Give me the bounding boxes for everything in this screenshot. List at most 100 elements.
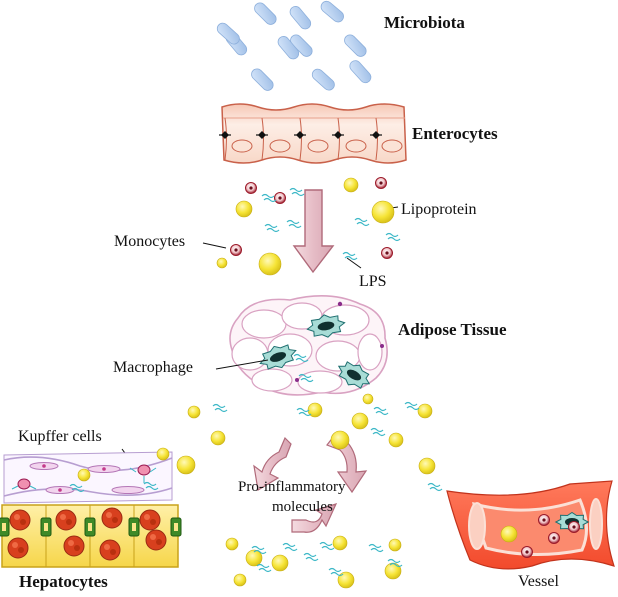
label-vessel: Vessel <box>518 573 559 590</box>
hepatocyte-nucleus <box>55 509 77 531</box>
tight-junction <box>256 131 268 139</box>
lps-fragment <box>385 232 401 242</box>
lps-fragment <box>251 545 267 555</box>
monocyte <box>381 247 393 259</box>
hepatocyte-nucleus <box>101 507 123 529</box>
adipose-tissue-cluster <box>229 295 388 396</box>
monocyte <box>375 177 387 189</box>
macrophage <box>306 314 346 338</box>
lps-fragment <box>143 481 159 491</box>
label-hepatocytes: Hepatocytes <box>19 572 108 591</box>
lipoprotein <box>210 430 226 446</box>
lipoprotein <box>343 177 359 193</box>
lps-fragment <box>293 353 309 363</box>
bacterium <box>349 60 372 84</box>
label-pro-inflammatory: Pro-inflammatory <box>238 479 346 495</box>
lipoprotein <box>371 200 395 224</box>
label-enterocytes: Enterocytes <box>412 124 498 143</box>
enterocyte-nucleus <box>231 139 253 153</box>
enterocyte-boundary <box>375 117 378 161</box>
lipoprotein <box>388 432 404 448</box>
hepatocytes-block <box>0 504 182 568</box>
label-molecules: molecules <box>272 499 333 515</box>
lipoprotein <box>245 549 263 567</box>
lps-fragment <box>282 542 298 552</box>
lps-fragment <box>286 219 302 229</box>
lipoprotein <box>216 257 228 269</box>
bile-canaliculus <box>170 517 182 537</box>
monocyte <box>521 546 533 558</box>
monocyte <box>568 521 580 533</box>
lipoprotein <box>330 430 350 450</box>
lps-fragment <box>264 223 280 233</box>
label-microbiota: Microbiota <box>384 13 465 32</box>
bacterium <box>311 68 335 91</box>
lipoprotein <box>337 571 355 589</box>
lipoprotein <box>271 554 289 572</box>
microbiota-bacteria-group <box>216 0 372 91</box>
bacterium <box>320 0 344 23</box>
enterocyte-nucleus <box>269 139 291 153</box>
label-adipose-tissue: Adipose Tissue <box>398 320 507 339</box>
hepatocyte-nucleus <box>139 509 161 531</box>
monocyte <box>245 182 257 194</box>
label-lipoprotein: Lipoprotein <box>401 201 477 218</box>
lipoprotein <box>235 200 253 218</box>
enterocyte-boundary <box>224 117 227 161</box>
lps-fragment <box>427 482 443 492</box>
enterocyte-boundary <box>299 117 302 161</box>
tight-junction <box>294 131 306 139</box>
lps-fragment <box>256 563 272 573</box>
lipoprotein <box>418 457 436 475</box>
hepatocyte-nucleus <box>7 537 29 559</box>
hepatocyte-nucleus <box>63 535 85 557</box>
lipoprotein <box>500 525 518 543</box>
label-monocytes: Monocytes <box>114 233 186 250</box>
lipoprotein <box>233 573 247 587</box>
enterocyte-nucleus <box>345 139 367 153</box>
macrophage <box>259 344 297 370</box>
lps-fragment <box>342 251 358 261</box>
lps-fragment <box>328 567 344 577</box>
lps-fragment <box>354 217 370 227</box>
monocyte-cells <box>230 177 580 558</box>
lps-fragments <box>69 187 443 577</box>
lipoprotein <box>187 405 201 419</box>
lipoprotein <box>307 402 323 418</box>
lps-fragment <box>404 401 420 411</box>
bile-canaliculus <box>40 517 52 537</box>
tight-junction <box>219 131 231 139</box>
lipoprotein <box>332 535 348 551</box>
bile-canaliculus <box>0 517 10 537</box>
lipoprotein <box>417 403 433 419</box>
lipoprotein <box>362 393 374 405</box>
monocyte <box>538 514 550 526</box>
tight-junction <box>332 131 344 139</box>
tight-junction <box>370 131 382 139</box>
enterocyte-boundary <box>261 117 264 161</box>
label-lps: LPS <box>359 273 387 290</box>
lipoprotein <box>225 537 239 551</box>
translocation-arrow <box>292 189 335 274</box>
lps-fragment <box>370 427 386 437</box>
bacterium <box>216 22 240 45</box>
bacterium <box>277 36 300 60</box>
enterocyte-nucleus <box>307 139 329 153</box>
lps-fragment <box>368 543 384 553</box>
bacterium <box>251 68 274 91</box>
bile-canaliculus <box>84 517 96 537</box>
hepatocyte-nucleus <box>9 509 31 531</box>
bacterium <box>254 2 277 25</box>
lps-fragment <box>373 406 389 416</box>
lps-fragment <box>387 558 403 568</box>
lps-fragment <box>319 541 335 551</box>
monocyte <box>274 192 286 204</box>
lipoprotein <box>176 455 196 475</box>
bacterium <box>344 34 367 57</box>
monocyte <box>548 532 560 544</box>
lipoprotein <box>77 468 91 482</box>
monocyte <box>230 244 242 256</box>
lps-fragment <box>298 373 314 383</box>
